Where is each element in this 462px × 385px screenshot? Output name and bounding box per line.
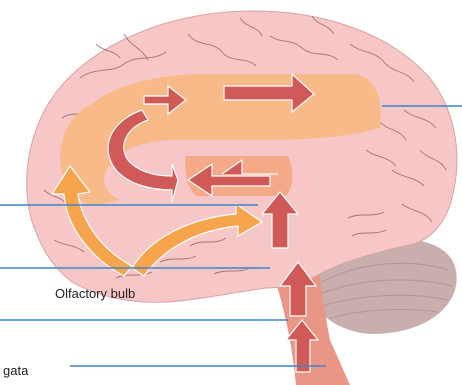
medulla-label-partial: gata [3, 363, 28, 378]
olfactory-bulb-label: Olfactory bulb [55, 286, 135, 301]
